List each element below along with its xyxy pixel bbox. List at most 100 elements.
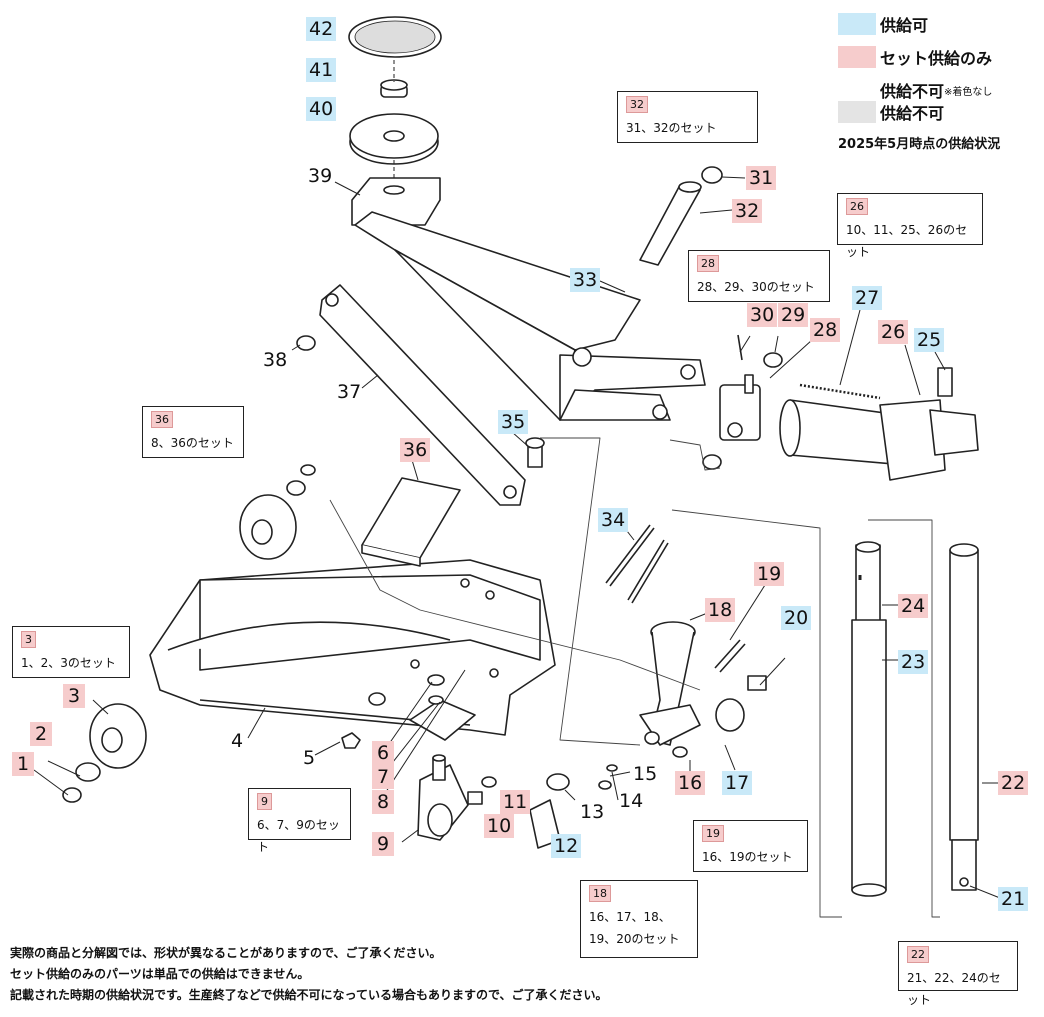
retaining-ring-38 <box>296 335 316 351</box>
setbox-text: 21、22、24のセット <box>907 971 1001 1007</box>
pump-cylinder <box>779 399 946 481</box>
return-spring <box>799 383 881 400</box>
legend-status-date: 2025年5月時点の供給状況 <box>838 133 1000 152</box>
callout-13: 13 <box>580 801 605 823</box>
setbox-tag: 19 <box>702 825 724 842</box>
setbox-text: 8、36のセット <box>151 436 234 450</box>
retaining-ring-31 <box>701 166 723 184</box>
legend-unavailable-nocolor: 供給不可 ※着色なし <box>880 78 992 102</box>
callout-27: 27 <box>852 286 883 310</box>
pump-plunger <box>929 367 979 456</box>
callout-37: 37 <box>337 381 362 403</box>
bolt-35 <box>525 437 545 468</box>
legend-note: ※着色なし <box>944 86 993 98</box>
setbox-tag: 22 <box>907 946 929 963</box>
caster-wheel <box>409 699 476 841</box>
callout-7: 7 <box>372 765 394 789</box>
front-wheel <box>62 703 147 803</box>
rods-34 <box>605 524 669 604</box>
callout-20: 20 <box>781 606 812 630</box>
callout-33: 33 <box>570 268 601 292</box>
callout-19: 19 <box>754 562 785 586</box>
outer-tube <box>949 543 979 891</box>
legend-swatch-gray <box>838 101 876 123</box>
callout-21: 21 <box>998 887 1029 911</box>
legend-swatch-pink <box>838 46 876 68</box>
callout-23: 23 <box>898 650 929 674</box>
callout-29: 29 <box>778 303 809 327</box>
legend-swatch-blue <box>838 13 876 35</box>
legend-label: セット供給のみ <box>880 49 993 68</box>
callout-4: 4 <box>230 730 244 752</box>
saddle-bolt <box>380 79 408 98</box>
callout-16: 16 <box>675 771 706 795</box>
callout-15: 15 <box>633 763 658 785</box>
setbox-text-line2: 19、20のセット <box>589 932 680 946</box>
callout-25: 25 <box>914 328 945 352</box>
setbox-9: 9 6、7、9のセット <box>248 788 351 854</box>
setbox-text: 31、32のセット <box>626 121 717 135</box>
setbox-22: 22 21、22、24のセット <box>898 941 1018 1007</box>
setbox-text: 1、2、3のセット <box>21 656 116 670</box>
callout-22: 22 <box>998 771 1029 795</box>
ram-cylinder <box>851 541 887 897</box>
small-parts <box>341 674 618 849</box>
setbox-tag: 28 <box>697 255 719 272</box>
setbox-text: 28、29、30のセット <box>697 280 815 294</box>
callout-24: 24 <box>898 594 929 618</box>
setbox-text: 10、11、25、26のセット <box>846 223 968 259</box>
legend-unavailable: 供給不可 <box>838 100 944 124</box>
setbox-tag: 26 <box>846 198 868 215</box>
callout-14: 14 <box>619 790 644 812</box>
callout-28: 28 <box>810 318 841 342</box>
callout-34: 34 <box>598 508 629 532</box>
legend-available: 供給可 <box>838 12 928 36</box>
callout-8: 8 <box>372 790 394 814</box>
setbox-tag: 18 <box>589 885 611 902</box>
callout-1: 1 <box>12 752 34 776</box>
link-arm <box>319 284 526 506</box>
setbox-18: 18 16、17、18、 19、20のセット <box>580 880 698 958</box>
callout-12: 12 <box>551 834 582 858</box>
callout-2: 2 <box>30 722 52 746</box>
setbox-tag: 36 <box>151 411 173 428</box>
pump-body <box>702 334 783 470</box>
callout-3: 3 <box>63 684 85 708</box>
callout-26: 26 <box>878 320 909 344</box>
setbox-text-line1: 16、17、18、 <box>589 910 671 924</box>
setbox-tag: 32 <box>626 96 648 113</box>
callout-9: 9 <box>372 832 394 856</box>
legend-label: 供給不可 <box>880 104 945 123</box>
frame <box>149 559 556 736</box>
rear-wheel <box>239 464 316 560</box>
callout-18: 18 <box>705 598 736 622</box>
setbox-text: 16、19のセット <box>702 850 793 864</box>
setbox-26: 26 10、11、25、26のセット <box>837 193 983 259</box>
setbox-36: 36 8、36のセット <box>142 406 244 458</box>
setbox-tag: 9 <box>257 793 272 810</box>
callout-5: 5 <box>302 747 316 769</box>
setbox-tag: 3 <box>21 631 36 648</box>
note-line-2: セット供給のみのパーツは単品での供給はできません。 <box>10 967 310 981</box>
saddle <box>349 113 439 165</box>
setbox-3: 3 1、2、3のセット <box>12 626 130 678</box>
callout-39: 39 <box>308 165 333 187</box>
lift-arm <box>351 177 706 421</box>
legend-set-only: セット供給のみ <box>838 45 992 69</box>
callout-42: 42 <box>306 17 337 41</box>
note-line-1: 実際の商品と分解図では、形状が異なることがありますので、ご了承ください。 <box>10 946 442 960</box>
setbox-19: 19 16、19のセット <box>693 820 808 872</box>
note-line-3: 記載された時期の供給状況です。生産終了などで供給不可になっている場合もありますの… <box>10 988 608 1002</box>
legend-label: 供給可 <box>880 16 929 35</box>
callout-30: 30 <box>747 303 778 327</box>
callout-35: 35 <box>498 410 529 434</box>
plate-36 <box>361 477 461 567</box>
callout-32: 32 <box>732 199 763 223</box>
callout-11: 11 <box>500 790 531 814</box>
status-date-text: 2025年5月時点の供給状況 <box>838 137 1001 152</box>
callout-6: 6 <box>372 741 394 765</box>
callout-17: 17 <box>722 771 753 795</box>
callout-10: 10 <box>484 814 515 838</box>
callout-38: 38 <box>263 349 288 371</box>
